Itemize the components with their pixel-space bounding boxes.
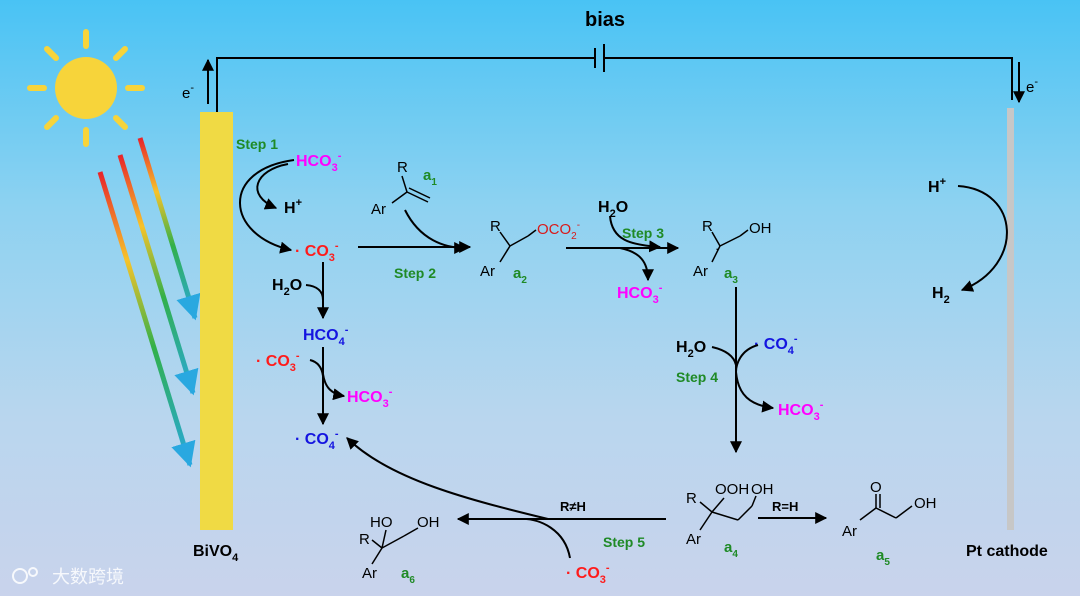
- electron-label-left: e-: [182, 82, 194, 102]
- bivo4-electrode: [200, 112, 233, 530]
- r-equals-h-label: R=H: [772, 499, 798, 514]
- compound-a6-structure: [371, 527, 419, 565]
- compound-a2-label: a2: [513, 265, 527, 286]
- a6-substituent-ar: Ar: [362, 565, 377, 582]
- compound-a1-structure: [391, 175, 431, 204]
- r-not-h-label: R≠H: [560, 499, 586, 514]
- left-percarbonate-radical: · CO4-: [295, 428, 339, 452]
- a6-hydroxyl-1: HO: [370, 514, 393, 531]
- a4-substituent-ar: Ar: [686, 531, 701, 548]
- a4-hydroxyl: OH: [751, 481, 774, 498]
- left-bicarbonate-arrow: [322, 373, 346, 401]
- cathode-hydrogen: H2: [932, 285, 950, 306]
- compound-a5-structure: [859, 494, 913, 521]
- step4-water: H2O: [676, 339, 706, 360]
- light-rays: [97, 137, 201, 468]
- compound-a3-label: a3: [724, 265, 738, 286]
- compound-a5-label: a5: [876, 547, 890, 568]
- a3-radical-dot: ·: [715, 241, 719, 256]
- step1-label: Step 1: [236, 136, 278, 152]
- compound-a6-label: a6: [401, 565, 415, 586]
- a1-substituent-r: R: [397, 159, 408, 176]
- step5-label: Step 5: [603, 534, 645, 550]
- sun-icon: [27, 29, 145, 147]
- a6-hydroxyl-2: OH: [417, 514, 440, 531]
- compound-a4-label: a4: [724, 539, 738, 560]
- left-water-arrow: [305, 284, 324, 301]
- pt-cathode: [1007, 108, 1014, 530]
- a2-substituent-r: R: [490, 218, 501, 235]
- external-circuit: [216, 44, 1013, 112]
- step3-bicarbonate: HCO3-: [617, 282, 663, 306]
- step1-bicarbonate: HCO3-: [296, 150, 342, 174]
- step1-proton-arrow: [256, 163, 289, 210]
- compound-a3-structure: [711, 229, 749, 263]
- step4-percarbonate-radical: · CO4-: [754, 333, 798, 357]
- step5-radical-arrow: [519, 517, 571, 559]
- compound-a1-label: a1: [423, 167, 437, 188]
- svg-text:大数跨境: 大数跨境: [52, 567, 124, 587]
- left-bicarbonate: HCO3-: [347, 386, 393, 410]
- a3-substituent-r: R: [702, 218, 713, 235]
- a5-carbonyl-o: O: [870, 479, 882, 496]
- bias-label: bias: [585, 9, 625, 31]
- a6-substituent-r: R: [359, 531, 370, 548]
- anode-label: BiVO4: [193, 543, 239, 564]
- step4-water-arrow: [711, 346, 737, 366]
- step4-percarbonate-arrow: [735, 344, 759, 373]
- a1-substituent-ar: Ar: [371, 201, 386, 218]
- a2-substituent-ar: Ar: [480, 263, 495, 280]
- step2-alkene-arrow: [404, 209, 467, 254]
- watermark: 大数跨境: [12, 567, 124, 587]
- a2-peroxy-group: OCO2-: [537, 220, 580, 242]
- compound-a4-structure: [699, 495, 757, 531]
- a5-substituent-ar: Ar: [842, 523, 857, 540]
- step3-bicarbonate-arrow: [619, 247, 654, 282]
- a4-hydroperoxy: OOH: [715, 481, 749, 498]
- step1-proton: H+: [284, 197, 302, 217]
- step5-regeneration-arrow: [346, 437, 549, 520]
- peroxymonocarbonate: HCO4-: [303, 324, 349, 348]
- step1-main-arrow: [239, 159, 295, 254]
- step5-carbonate-radical: · CO3-: [566, 562, 610, 586]
- cathode-proton: H+: [928, 176, 946, 196]
- a3-hydroxyl: OH: [749, 220, 772, 237]
- a4-substituent-r: R: [686, 490, 697, 507]
- step4-bicarbonate-arrow: [735, 371, 775, 413]
- left-radical-arrow: [309, 359, 324, 377]
- step1-carbonate-radical: · CO3-: [295, 240, 339, 264]
- compound-a2-structure: [499, 229, 537, 263]
- hydrogen-evolution-arrow: [957, 185, 1008, 292]
- step3-water-arrow: [609, 215, 662, 253]
- a2-radical-dot: ·: [505, 242, 509, 257]
- step4-label: Step 4: [676, 369, 718, 385]
- left-water: H2O: [272, 277, 302, 298]
- step3-water: H2O: [598, 199, 628, 220]
- electron-label-right: e-: [1026, 76, 1038, 96]
- step2-label: Step 2: [394, 265, 436, 281]
- step3-label: Step 3: [622, 225, 664, 241]
- left-carbonate-radical: · CO3-: [256, 350, 300, 374]
- cathode-label: Pt cathode: [966, 543, 1048, 560]
- a3-substituent-ar: Ar: [693, 263, 708, 280]
- step4-bicarbonate: HCO3-: [778, 399, 824, 423]
- a5-hydroxyl: OH: [914, 495, 937, 512]
